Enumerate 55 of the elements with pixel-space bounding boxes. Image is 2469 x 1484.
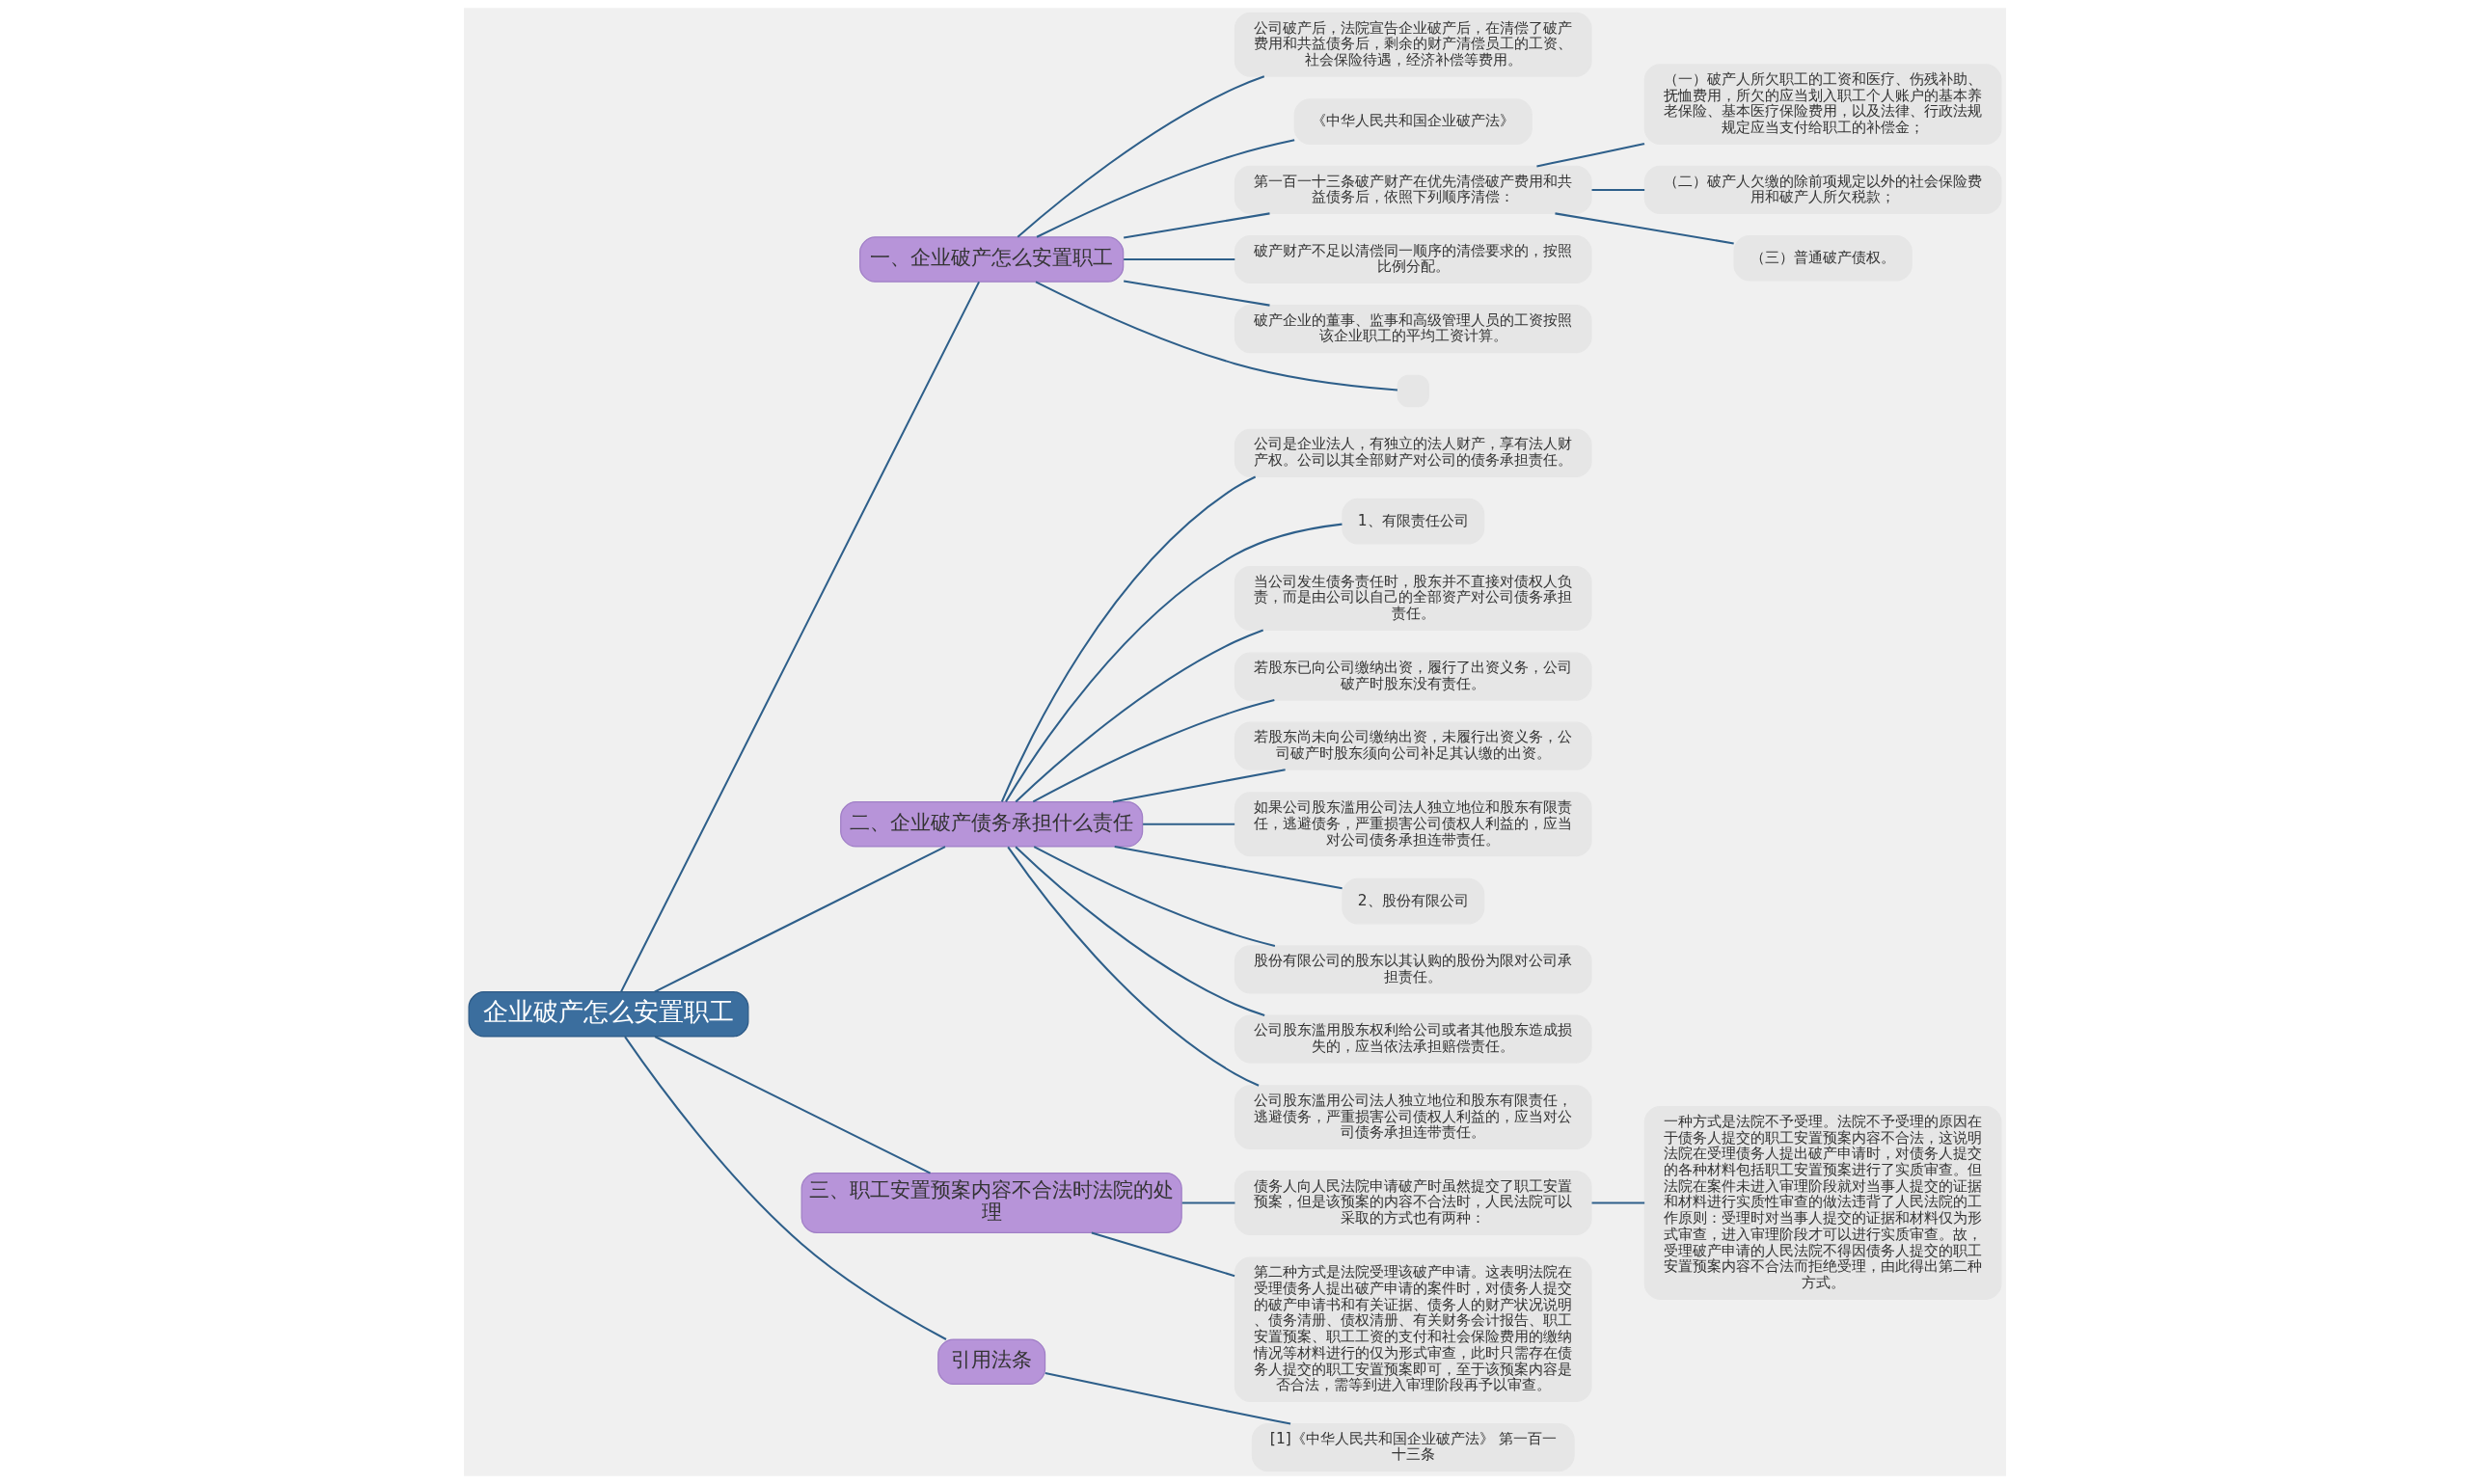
- connector: [1181, 1201, 1234, 1204]
- node-box: 破产财产不足以清偿同一顺序的清偿要求的，按照比例分配。: [1234, 234, 1592, 284]
- connector: [1535, 143, 1644, 168]
- connector: [1015, 629, 1263, 803]
- connector: [1036, 139, 1294, 238]
- node-box: [1]《中华人民共和国企业破产法》 第一百一十三条: [1251, 1423, 1575, 1472]
- node-box: 股份有限公司的股东以其认购的股份为限对公司承担责任。: [1234, 945, 1592, 994]
- connector: [1017, 75, 1264, 238]
- connector: [1114, 845, 1343, 890]
- connector: [1033, 846, 1275, 947]
- node-box: 公司股东滥用公司法人独立地位和股东有限责任，逃避债务，严重损害公司债权人利益的，应当对公司债务承担连带责任。: [1234, 1085, 1592, 1150]
- connector: [1014, 846, 1264, 1016]
- connector: [1554, 212, 1734, 245]
- node-box: 引用法条: [936, 1338, 1045, 1386]
- node-box: 《中华人民共和国企业破产法》: [1293, 98, 1533, 145]
- node-box: 企业破产怎么安置职工: [468, 990, 748, 1038]
- node-box: 若股东已向公司缴纳出资，履行了出资义务，公司破产时股东没有责任。: [1234, 652, 1592, 701]
- connector: [1591, 1201, 1644, 1204]
- node-box: 第二种方式是法院受理该破产申请。这表明法院在受理债务人提出破产申请的案件时，对债务人提交的破产申请书和有关证据、债务人的财产状况说明、债务清册、债权清册、有关财务会计报告、职工安置预案、职工工资的支付和社会保险费用的缴纳情况等材料进行的仅为形式审查，此时只需存在债务人提交的职工安置预案即可，至于该预案内容是否合法，需等到进入审理阶段再予以审查。: [1234, 1256, 1592, 1403]
- connector: [1112, 769, 1286, 803]
- connector: [1004, 523, 1343, 802]
- connector: [1000, 475, 1256, 802]
- node-box: 第一百一十三条破产财产在优先清偿破产费用和共益债务后，依照下列顺序清偿：: [1234, 165, 1592, 214]
- connector: [1142, 823, 1234, 825]
- node-box: 公司破产后，法院宣告企业破产后，在清偿了破产费用和共益债务后，剩余的财产清偿员工的工资、社会保险待遇，经济补偿等费用。: [1234, 12, 1592, 77]
- connector: [1035, 281, 1397, 391]
- connector: [1045, 1371, 1290, 1425]
- node-box: [1397, 374, 1429, 408]
- connector: [1091, 1231, 1234, 1278]
- node-box: 公司是企业法人，有独立的法人财产，享有法人财产权。公司以其全部财产对公司的债务承担责任。: [1234, 428, 1592, 477]
- connector: [653, 846, 945, 993]
- node-box: 二、企业破产债务承担什么责任: [839, 800, 1143, 848]
- node-box: 一种方式是法院不予受理。法院不予受理的原因在于债务人提交的职工安置预案内容不合法，这说明法院在受理债务人提出破产申请时，对债务人提交的各种材料包括职工安置预案进行了实质审查。但法院在案件未进入审理阶段就对当事人提交的证据和材料进行实质性审查的做法违背了人民法院的工作原则：受理时对当事人提交的证据和材料仅为形式审查，进入审理阶段才可以进行实质审查。故，受理破产申请的人民法院不得因债务人提交的职工安置预案内容不合法而拒绝受理，由此得出第二种方式。: [1643, 1106, 2001, 1300]
- node-box: 当公司发生债务责任时，股东并不直接对债权人负责，而是由公司以自己的全部资产对公司债务承担责任。: [1234, 566, 1592, 631]
- connector: [623, 1036, 946, 1340]
- connector: [1591, 188, 1644, 191]
- node-box: 三、职工安置预案内容不合法时法院的处理: [800, 1172, 1182, 1233]
- node-box: 1、有限责任公司: [1341, 498, 1484, 545]
- node-box: 2、股份有限公司: [1341, 877, 1484, 925]
- connector: [1123, 280, 1270, 307]
- node-box: （一）破产人所欠职工的工资和医疗、伤残补助、抚恤费用，所欠的应当划入职工个人账户的基本养老保险、基本医疗保险费用，以及法律、行政法规规定应当支付给职工的补偿金；: [1643, 64, 2001, 145]
- connector: [619, 281, 980, 992]
- node-box: （二）破产人欠缴的除前项规定以外的社会保险费用和破产人所欠税款；: [1643, 165, 2001, 214]
- node-box: 债务人向人民法院申请破产时虽然提交了职工安置预案，但是该预案的内容不合法时，人民法院可以采取的方式也有两种：: [1234, 1171, 1592, 1235]
- node-box: 如果公司股东滥用公司法人独立地位和股东有限责任，逃避债务，严重损害公司债权人利益的，应当对公司债务承担连带责任。: [1234, 792, 1592, 857]
- connector: [654, 1036, 931, 1174]
- connector: [1032, 699, 1275, 803]
- node-box: 破产企业的董事、监事和高级管理人员的工资按照该企业职工的平均工资计算。: [1234, 305, 1592, 354]
- connector: [1123, 212, 1270, 239]
- node-box: （三）普通破产债权。: [1732, 234, 1913, 282]
- connector: [1123, 258, 1234, 261]
- connector: [1006, 846, 1259, 1087]
- node-box: 若股东尚未向公司缴纳出资，未履行出资义务，公司破产时股东须向公司补足其认缴的出资。: [1234, 721, 1592, 770]
- node-box: 一、企业破产怎么安置职工: [858, 236, 1124, 283]
- node-box: 公司股东滥用股东权利给公司或者其他股东造成损失的，应当依法承担赔偿责任。: [1234, 1014, 1592, 1064]
